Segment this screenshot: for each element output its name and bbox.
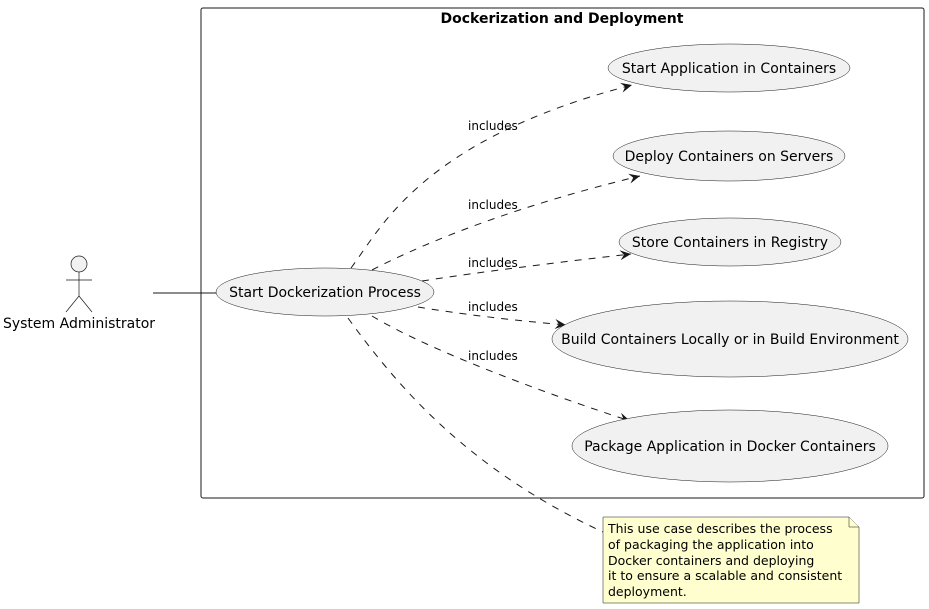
note-line: it to ensure a scalable and consistent <box>608 568 842 583</box>
use-case-label: Store Containers in Registry <box>632 235 828 251</box>
note-line: deployment. <box>608 584 687 599</box>
use-case-label: Package Application in Docker Containers <box>584 439 876 455</box>
include-label-3: includes <box>468 256 518 270</box>
use-case-build-containers[interactable]: Build Containers Locally or in Build Env… <box>551 300 909 378</box>
actor-stick-figure-icon <box>65 255 93 313</box>
note-connector <box>347 317 604 533</box>
use-case-label: Start Application in Containers <box>622 61 836 77</box>
include-label-2: includes <box>468 198 518 212</box>
include-label-1: includes <box>468 119 518 133</box>
actor-label: System Administrator <box>3 316 155 332</box>
include-label-4: includes <box>468 300 518 314</box>
note: This use case describes the process of p… <box>602 516 860 604</box>
note-line: This use case describes the process <box>607 521 833 536</box>
note-line: of packaging the application into <box>608 537 814 552</box>
include-edge-package-application <box>371 315 631 423</box>
system-boundary <box>200 7 925 499</box>
include-edge-build-containers <box>417 306 567 330</box>
use-case-label: Start Dockerization Process <box>229 285 421 301</box>
include-edge-deploy-containers <box>371 173 641 271</box>
use-case-start-application[interactable]: Start Application in Containers <box>607 43 851 93</box>
use-case-label: Deploy Containers on Servers <box>625 149 834 165</box>
use-case-deploy-containers[interactable]: Deploy Containers on Servers <box>612 130 846 182</box>
include-label-5: includes <box>468 349 518 363</box>
use-case-package-application[interactable]: Package Application in Docker Containers <box>571 409 889 483</box>
use-case-store-containers[interactable]: Store Containers in Registry <box>618 217 842 267</box>
use-case-start-dockerization[interactable]: Start Dockerization Process <box>215 267 435 317</box>
include-edge-start-application <box>350 82 633 269</box>
use-case-label: Build Containers Locally or in Build Env… <box>561 332 899 348</box>
note-line: Docker containers and deploying <box>608 553 814 568</box>
system-title: Dockerization and Deployment <box>441 11 684 27</box>
include-edge-store-containers <box>421 250 632 282</box>
